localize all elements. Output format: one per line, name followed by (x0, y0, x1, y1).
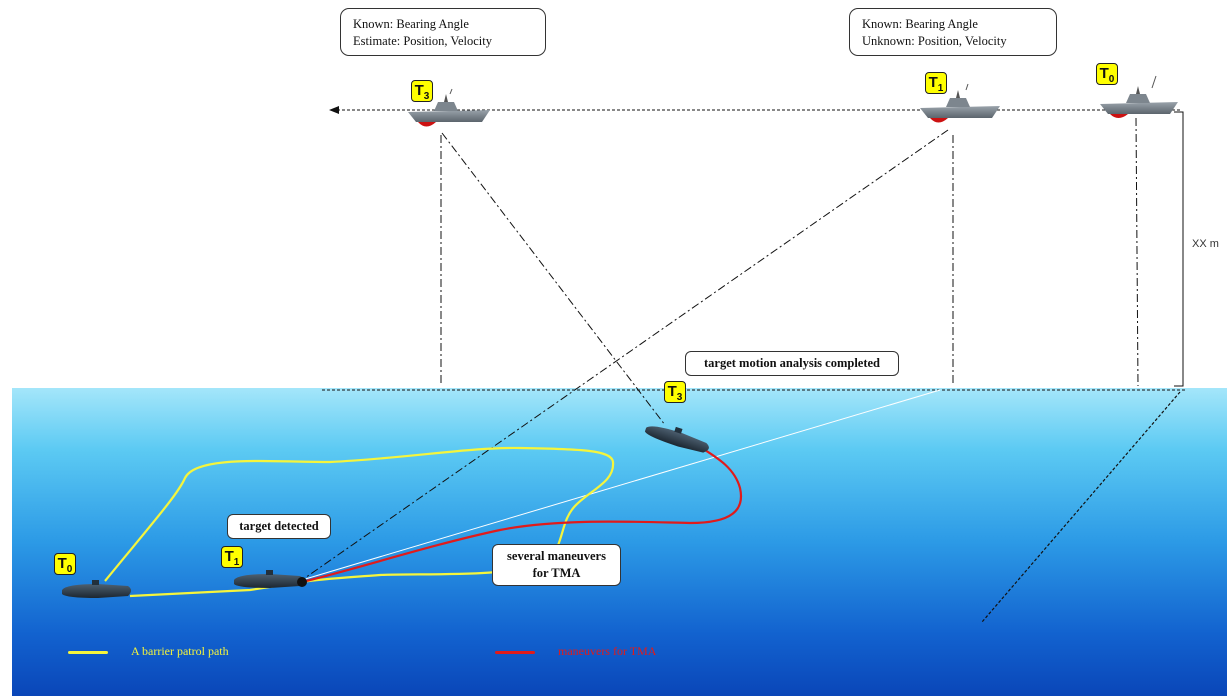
sight-line (301, 389, 941, 581)
label-several-maneuvers: several maneuvers for TMA (492, 544, 621, 586)
ship-t3 (408, 88, 490, 127)
info-box-unknown-line2: Unknown: Position, Velocity (862, 34, 1007, 48)
badge-letter: T (667, 383, 677, 400)
submarine-t1 (234, 570, 307, 588)
info-box-estimate-line1: Known: Bearing Angle (353, 17, 469, 31)
info-box-estimate-line2: Estimate: Position, Velocity (353, 34, 493, 48)
patrol-path (104, 446, 615, 598)
legend-patrol-swatch (68, 651, 108, 654)
distance-label: XX m (1192, 238, 1219, 250)
label-several-maneuvers-line1: several maneuvers (507, 549, 606, 563)
badge-ship-t1: T1 (925, 72, 947, 94)
badge-subscript: 0 (66, 564, 73, 575)
submarine-t3 (644, 426, 709, 453)
badge-ship-t0: T0 (1096, 63, 1118, 85)
badge-sub-t3: T3 (664, 381, 686, 403)
badge-letter: T (57, 555, 67, 572)
badge-letter: T (1099, 65, 1109, 82)
badge-letter: T (414, 82, 424, 99)
badge-subscript: 3 (423, 91, 430, 102)
badge-subscript: 3 (676, 392, 683, 403)
badge-letter: T (928, 74, 938, 91)
badge-subscript: 1 (937, 83, 944, 94)
ship-t0-vertical-line (1135, 117, 1139, 387)
distance-bracket (1174, 111, 1184, 387)
bearing-line-t3 (441, 132, 666, 426)
ship-t1 (920, 83, 1000, 123)
badge-letter: T (224, 548, 234, 565)
submarine-t0 (62, 580, 131, 598)
badge-subscript: 0 (1108, 74, 1115, 85)
bearing-line-t1 (301, 129, 949, 581)
legend-patrol-label: A barrier patrol path (131, 644, 229, 658)
maneuver-path (301, 439, 743, 584)
badge-sub-t1: T1 (221, 546, 243, 568)
bearing-line-t0 (981, 391, 1181, 623)
badge-sub-t0: T0 (54, 553, 76, 575)
label-tma-completed: target motion analysis completed (685, 351, 899, 376)
badge-ship-t3: T3 (411, 80, 433, 102)
info-box-estimate: Known: Bearing Angle Estimate: Position,… (340, 8, 546, 56)
ship-t0 (1100, 75, 1178, 118)
label-target-detected: target detected (227, 514, 331, 539)
badge-subscript: 1 (233, 557, 240, 568)
info-box-unknown-line1: Known: Bearing Angle (862, 17, 978, 31)
legend-maneuver-swatch (495, 651, 535, 654)
info-box-unknown: Known: Bearing Angle Unknown: Position, … (849, 8, 1057, 56)
sea-area (12, 388, 1227, 696)
label-several-maneuvers-line2: for TMA (532, 566, 581, 580)
legend-maneuver-label: maneuvers for TMA (558, 644, 657, 658)
